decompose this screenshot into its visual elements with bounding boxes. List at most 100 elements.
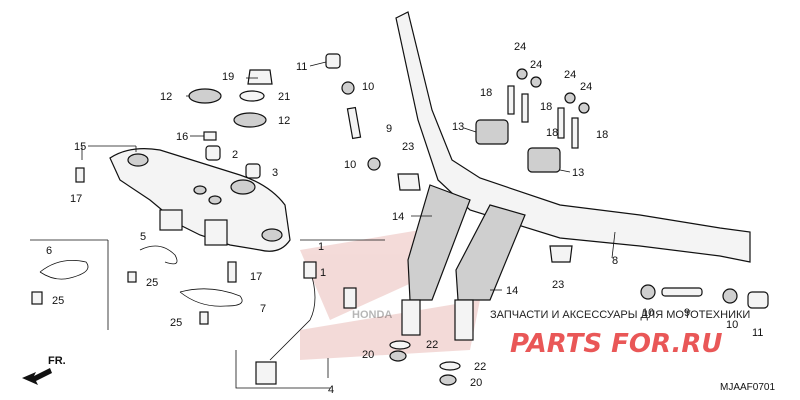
washer-21 (239, 90, 265, 102)
leader-lines (81, 61, 571, 378)
end-11a (325, 53, 341, 69)
watermark-brand: PARTS FOR.RU (510, 329, 723, 359)
callout: 18 (596, 129, 608, 141)
callout: 14 (392, 211, 404, 223)
callout: 16 (176, 131, 188, 143)
callout: 17 (70, 193, 82, 205)
bolts-18 (507, 85, 579, 149)
callout: 8 (612, 255, 618, 267)
switch-body-2 (303, 261, 317, 279)
box-4-bottom (235, 350, 330, 389)
callout: 11 (296, 61, 307, 73)
handlebar-leader (611, 231, 616, 259)
clip-23a (397, 173, 421, 191)
callout: 18 (480, 87, 492, 99)
top-bridge-holes (127, 153, 283, 242)
callout: 22 (474, 361, 486, 373)
callout: 19 (222, 71, 234, 83)
watermark-tagline: ЗАПЧАСТИ И АКСЕССУАРЫ ДЛЯ МОТОТЕХНИКИ (490, 309, 750, 321)
clamp-7 (179, 288, 243, 307)
nut-10a (341, 81, 355, 95)
callout: 10 (362, 81, 374, 93)
bearing-12a (188, 88, 222, 104)
diagram-code: MJAAF0701 (720, 382, 775, 393)
rod-9a (346, 106, 362, 140)
bridge-boss-left (159, 209, 183, 231)
callout: 24 (530, 59, 542, 71)
callout: 10 (726, 319, 738, 331)
nut-19 (247, 69, 273, 85)
callout: 1 (318, 241, 324, 253)
callout: 7 (260, 303, 266, 315)
clamp-5 (139, 245, 178, 265)
callout: 22 (426, 339, 438, 351)
callout: 25 (170, 317, 182, 329)
clamp-6 (39, 259, 89, 280)
connector (255, 361, 277, 385)
part-16 (203, 131, 217, 141)
callout: 2 (232, 149, 238, 161)
plug-2 (205, 145, 221, 161)
callout: 14 (506, 285, 518, 297)
callout: 21 (278, 91, 290, 103)
plug-3 (245, 163, 261, 179)
callout: 23 (402, 141, 414, 153)
bridge-boss-right (204, 219, 228, 246)
fork-bottom-right (454, 299, 474, 341)
callout: 10 (642, 307, 654, 319)
callout: 24 (564, 69, 576, 81)
nut-20b (439, 374, 457, 386)
harness-wire (269, 269, 316, 361)
upper-holder-left (475, 119, 509, 145)
end-11b (747, 291, 769, 309)
callout: 24 (580, 81, 592, 93)
bearing-12b (233, 112, 267, 128)
callout: 6 (46, 245, 52, 257)
callout: 9 (386, 123, 392, 135)
nut-10c (640, 284, 656, 300)
bolt-25b (31, 291, 43, 305)
top-bridge (109, 148, 291, 252)
callout: 1 (320, 267, 326, 279)
nut-20a (389, 350, 407, 362)
honda-text-watermark: HONDA (352, 309, 392, 321)
nuts-24 (516, 68, 590, 114)
upper-holder-right (527, 147, 561, 173)
bolt-17a (75, 167, 85, 183)
callout: 13 (572, 167, 584, 179)
callout: 25 (146, 277, 158, 289)
front-arrow: FR. (22, 355, 66, 385)
washer-22a (389, 340, 411, 350)
fork-tube-left (407, 184, 471, 301)
callout: 3 (272, 167, 278, 179)
clip-23b (549, 245, 573, 263)
callout: 24 (514, 41, 526, 53)
fork-tube-right (455, 204, 526, 301)
nut-10b (367, 157, 381, 171)
callout: 20 (470, 377, 482, 389)
callout: 20 (362, 349, 374, 361)
callout-labels: 1 1 2 3 4 5 6 7 8 9 9 10 10 10 10 11 11 … (46, 41, 763, 396)
callout: 10 (344, 159, 356, 171)
callout: 12 (278, 115, 290, 127)
fork-bottom-left (401, 299, 421, 336)
callout: 18 (540, 101, 552, 113)
callout: 17 (250, 271, 262, 283)
callout: 9 (684, 307, 690, 319)
bolt-17b (227, 261, 237, 283)
callout: 11 (752, 327, 763, 339)
callout: 15 (74, 141, 86, 153)
switch-body (343, 287, 357, 309)
callout: 23 (552, 279, 564, 291)
front-arrow-label: FR. (48, 355, 66, 367)
bolt-25a (199, 311, 209, 325)
callout: 25 (52, 295, 64, 307)
callout: 13 (452, 121, 464, 133)
callout: 12 (160, 91, 172, 103)
callout: 18 (546, 127, 558, 139)
nut-10d (722, 288, 738, 304)
bolt-25c (127, 271, 137, 283)
washer-22b (439, 361, 461, 371)
